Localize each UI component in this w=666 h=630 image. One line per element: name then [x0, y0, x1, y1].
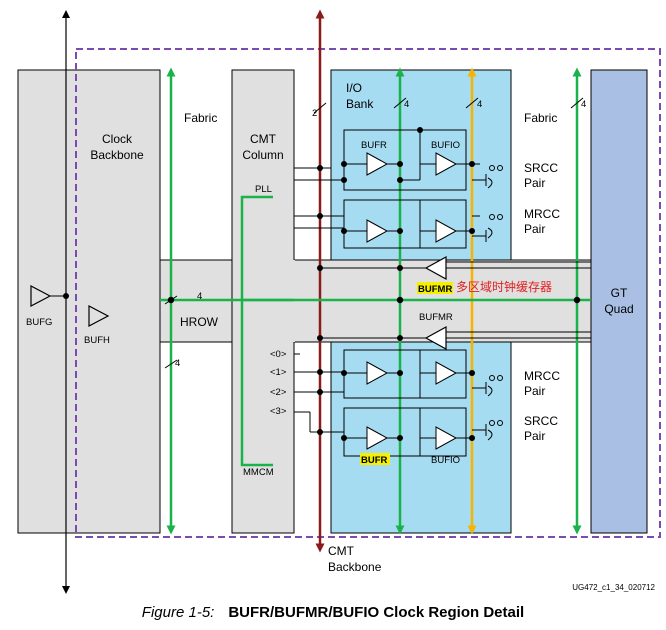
- clock-backbone-label-line2: Backbone: [90, 148, 144, 162]
- cmt-backbone-label-line2: Backbone: [328, 560, 382, 574]
- mrcc-top-label-line1: MRCC: [524, 207, 560, 221]
- pll-mmcm-connector: [240, 195, 273, 467]
- clock-region-border: [75, 48, 661, 538]
- clock-region-diagram: Clock Backbone Fabric CMT Column PLL MMC…: [17, 9, 661, 594]
- bufh-buffer-icon: [88, 305, 110, 327]
- srcc-top-label-line1: SRCC: [524, 161, 558, 175]
- bufmr-highlight: [417, 282, 453, 294]
- io-buffer-group-upper: [294, 129, 487, 249]
- srcc-bottom-label-line1: SRCC: [524, 414, 558, 428]
- bufg-label: BUFG: [26, 317, 52, 328]
- bufmr-top-label: BUFMR: [418, 284, 452, 295]
- bufio-top-label: BUFIO: [431, 140, 460, 151]
- clock-backbone-column: [17, 69, 161, 534]
- bus-width-fabric-left: 4: [175, 358, 180, 369]
- bufh-label: BUFH: [84, 335, 110, 346]
- srcc-bottom-label-line2: Pair: [524, 429, 545, 443]
- bufg-buffer-icon: [30, 285, 52, 307]
- pll-label: PLL: [255, 184, 272, 195]
- srcc-pin-icon-upper: [487, 165, 503, 239]
- fabric-right-label: Fabric: [524, 111, 557, 125]
- fabric-left-label: Fabric: [184, 111, 217, 125]
- bus-width-cmt-backbone: 2: [312, 108, 317, 119]
- mrcc-bottom-label-line2: Pair: [524, 384, 545, 398]
- bufr-bottom-label: BUFR: [361, 455, 388, 466]
- bufmr-bottom-label: BUFMR: [419, 312, 453, 323]
- io-bank-label-line1: I/O: [346, 81, 362, 95]
- hrow-label: HROW: [180, 315, 219, 329]
- figure-number: Figure 1-5:: [141, 604, 215, 621]
- gt-quad-label-line1: GT: [611, 286, 628, 300]
- bufr-top-label: BUFR: [361, 140, 387, 151]
- bus-width-fabric-right: 4: [581, 99, 586, 110]
- gt-quad-label-line2: Quad: [604, 302, 633, 316]
- gt-quad: [590, 69, 648, 534]
- cmt-backbone-label-line1: CMT: [328, 544, 355, 558]
- io-bank-label-line2: Bank: [346, 97, 374, 111]
- cmt-port-0: <0>: [270, 349, 287, 360]
- cmt-column-label-line1: CMT: [250, 132, 277, 146]
- bus-width-io-bank: 4: [404, 99, 409, 110]
- cmt-port-2: <2>: [270, 387, 287, 398]
- bus-width-bufio: 4: [477, 99, 482, 110]
- figure-title: BUFR/BUFMR/BUFIO Clock Region Detail: [228, 604, 525, 621]
- cmt-port-1: <1>: [270, 367, 287, 378]
- document-id: UG472_c1_34_020712: [572, 583, 655, 592]
- bufio-bottom-label: BUFIO: [431, 455, 460, 466]
- cmt-column-label-line2: Column: [242, 148, 283, 162]
- clock-backbone-label-line1: Clock: [102, 132, 133, 146]
- mmcm-label: MMCM: [243, 467, 274, 478]
- io-buffer-group-lower: [294, 349, 487, 457]
- chinese-annotation: 多区域时钟缓存器: [456, 279, 552, 294]
- srcc-top-label-line2: Pair: [524, 176, 545, 190]
- bufr-highlight: [360, 453, 390, 465]
- mrcc-top-label-line2: Pair: [524, 222, 545, 236]
- mrcc-bottom-label-line1: MRCC: [524, 369, 560, 383]
- bus-width-hrow: 4: [197, 291, 202, 302]
- cmt-port-3: <3>: [270, 406, 287, 417]
- mrcc-pin-icon-lower: [487, 375, 503, 441]
- figure-caption: Figure 1-5: BUFR/BUFMR/BUFIO Clock Region…: [0, 604, 666, 621]
